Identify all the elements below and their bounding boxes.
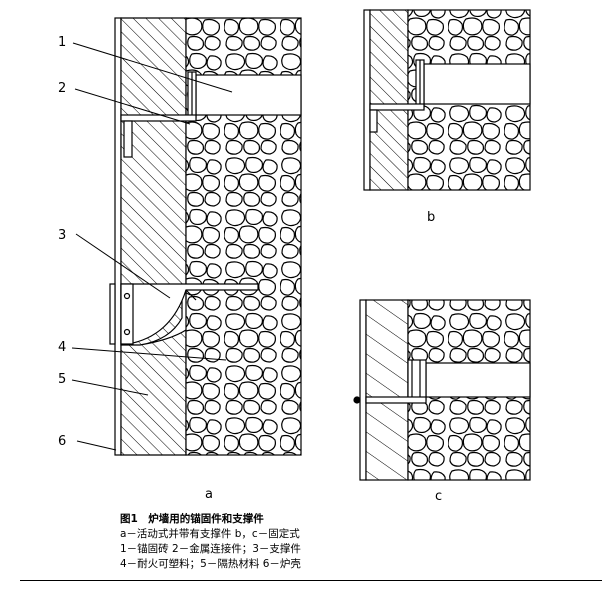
support-piece-a: [120, 283, 259, 346]
anchor-brick-a: [195, 74, 302, 116]
furnace-shell-c: [359, 299, 367, 481]
figure-b: [363, 9, 531, 191]
figure-caption: 图1 炉墙用的锚固件和支撑件 a－活动式并带有支撑件 b，c－固定式 1－锚固砖…: [120, 512, 580, 572]
caption-line-1: a－活动式并带有支撑件 b，c－固定式: [120, 528, 300, 540]
callout-6: 6: [58, 434, 66, 449]
caption-line-2: 1－锚固砖 2－金属连接件；3－支撑件: [120, 543, 301, 555]
callout-2: 2: [58, 81, 66, 96]
callout-5: 5: [58, 372, 66, 387]
insulation-c: [365, 299, 409, 481]
metal-connector-c: [353, 359, 427, 404]
bottom-rule: [20, 580, 602, 581]
shell-clamp-a: [109, 283, 116, 345]
insulation-b: [369, 9, 409, 191]
subfigure-label-c: c: [435, 489, 442, 504]
insulation-a: [120, 17, 187, 456]
metal-connector-b: [369, 59, 425, 133]
subfigure-label-a: a: [205, 487, 213, 502]
callout-3: 3: [58, 228, 66, 243]
anchor-brick-b: [423, 63, 531, 105]
subfigure-label-b: b: [427, 210, 435, 225]
callout-4: 4: [58, 340, 66, 355]
callout-1: 1: [58, 35, 66, 50]
furnace-shell-b: [363, 9, 371, 191]
anchor-brick-c: [425, 362, 531, 398]
leader-lines: [71, 42, 233, 451]
figure-a: [109, 17, 302, 456]
caption-line-3: 4－耐火可塑料；5－隔热材料 6－炉壳: [120, 558, 301, 570]
caption-title: 图1 炉墙用的锚固件和支撑件: [120, 513, 264, 525]
figure-c: [353, 299, 531, 481]
